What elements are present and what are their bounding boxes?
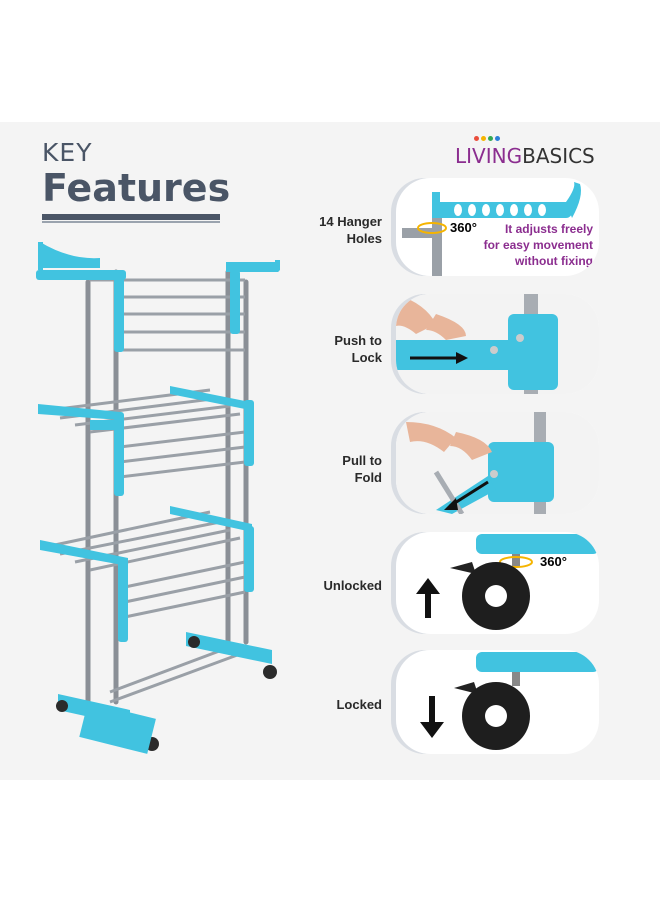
- heading-underline: [42, 214, 220, 220]
- hanger-image: 360°: [402, 182, 581, 276]
- card-hanger-holes: 360° It adjusts freely for easy movement…: [396, 178, 599, 276]
- feature-label-line: Holes: [346, 231, 382, 246]
- card-locked: [396, 650, 599, 754]
- hanger-note-line: for easy movement: [483, 238, 593, 252]
- card-push-to-lock: [396, 294, 599, 394]
- feature-label-line: Fold: [354, 470, 382, 485]
- feature-label-pull-to-fold: Pull to Fold: [342, 452, 382, 486]
- features-heading: Features: [42, 166, 231, 210]
- feature-label-locked: Locked: [336, 696, 382, 713]
- brand-dot-icon: [481, 136, 486, 141]
- brand-dot-icon: [495, 136, 500, 141]
- feature-label-line: Push to: [334, 333, 382, 348]
- feature-label-push-to-lock: Push to Lock: [334, 332, 382, 366]
- feature-label-line: Unlocked: [323, 578, 382, 593]
- pull-fold-image: [396, 412, 599, 514]
- hanger-note: It adjusts freely for easy movement with…: [478, 221, 593, 269]
- unlocked-wheel-image: 360°: [416, 534, 599, 630]
- card-pull-to-fold: [396, 412, 599, 514]
- locked-wheel-image: [420, 652, 599, 750]
- feature-label-unlocked: Unlocked: [323, 577, 382, 594]
- feature-label-line: Locked: [336, 697, 382, 712]
- push-lock-image: [396, 294, 599, 394]
- feature-label-hanger-holes: 14 Hanger Holes: [319, 213, 382, 247]
- feature-label-line: Pull to: [342, 453, 382, 468]
- card-unlocked: 360°: [396, 532, 599, 634]
- drying-rack-illustration: [36, 242, 280, 754]
- brand-dots: [474, 136, 500, 141]
- brand-dot-icon: [474, 136, 479, 141]
- brand-logo: LIVINGBASICS: [455, 144, 595, 168]
- heading-underline-thin: [42, 221, 220, 223]
- brand-dot-icon: [488, 136, 493, 141]
- feature-label-line: 14 Hanger: [319, 214, 382, 229]
- brand-living: LIVING: [455, 144, 523, 168]
- hanger-note-line: It adjusts freely: [504, 222, 593, 236]
- key-heading: KEY: [42, 138, 93, 167]
- rotation-hanger: 360°: [450, 220, 477, 235]
- rotation-wheel: 360°: [540, 554, 567, 569]
- brand-basics: BASICS: [522, 144, 595, 168]
- feature-label-line: Lock: [351, 350, 382, 365]
- hanger-note-line: without fixing: [515, 254, 593, 268]
